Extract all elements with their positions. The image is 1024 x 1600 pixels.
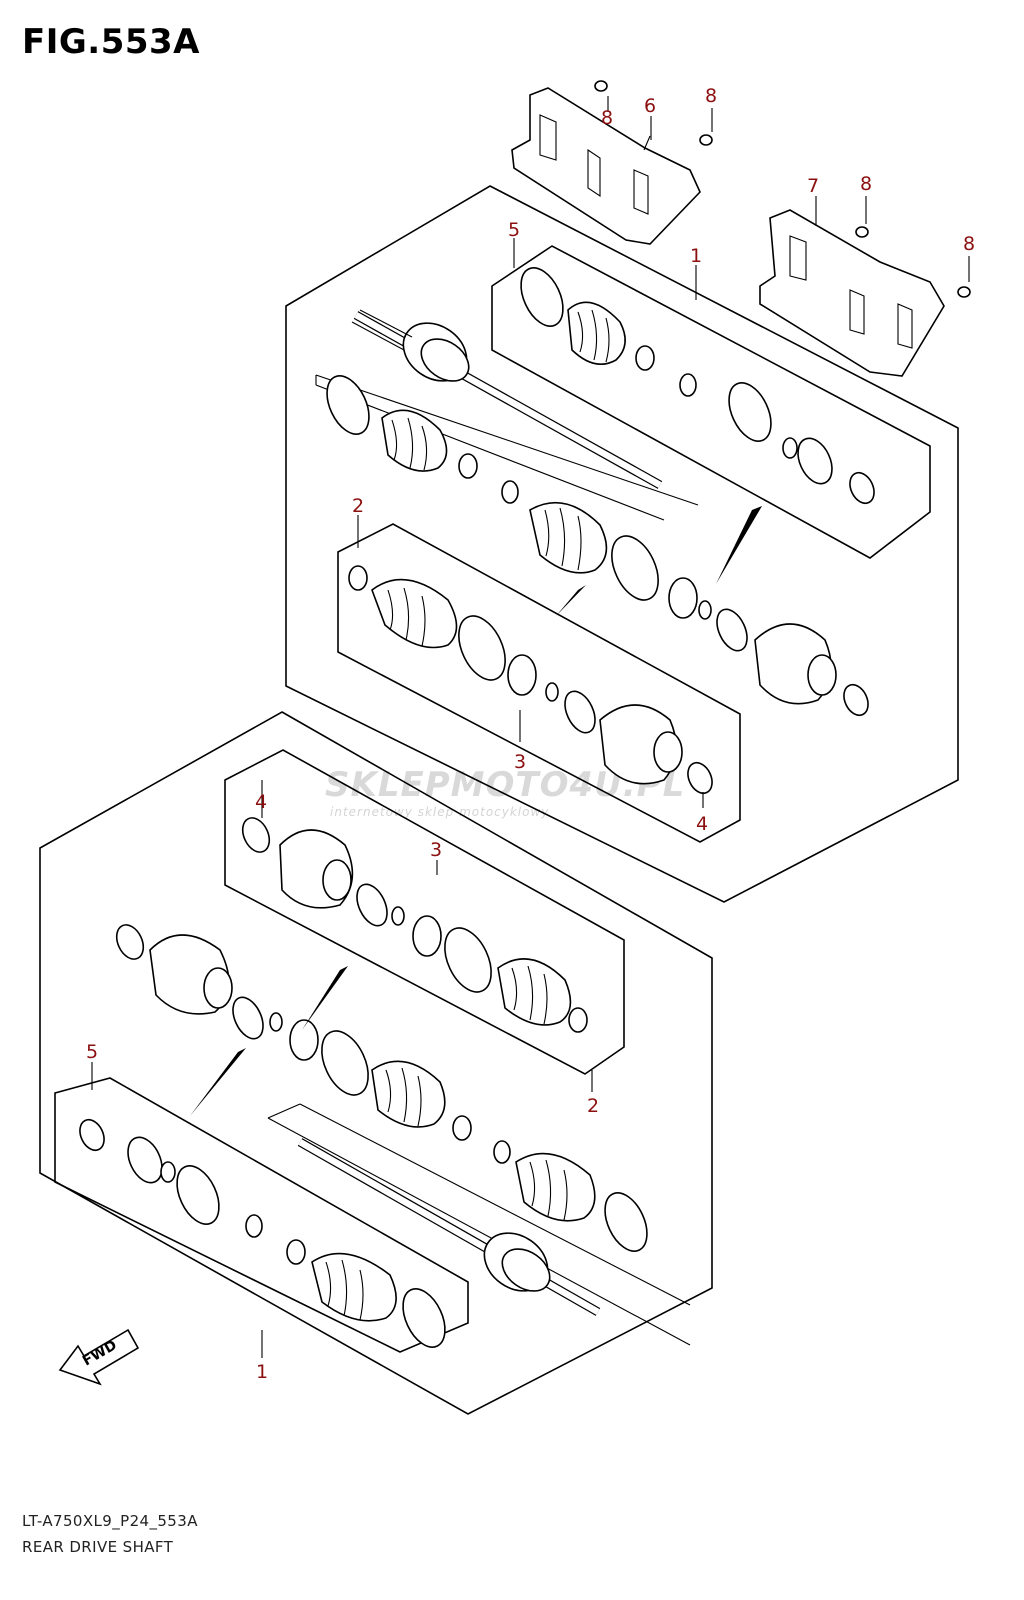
upper-pointer-arrow-1 (716, 506, 762, 584)
lower-pointer-arrow-2 (190, 1048, 246, 1116)
callout-4-top: 4 (696, 813, 708, 835)
lower-kit-2-parts (241, 817, 588, 1033)
callout-8-b: 8 (705, 85, 717, 107)
lower-shaft-assembly (39, 711, 713, 1415)
lower-kit-frame-1 (54, 1077, 469, 1353)
callout-3-bot: 3 (430, 839, 442, 861)
upper-shaft-assembly (285, 185, 959, 903)
guard-6 (511, 87, 701, 245)
callout-1-bot: 1 (256, 1361, 268, 1383)
upper-pointer-arrow-2 (556, 585, 586, 616)
guard-7 (759, 209, 945, 377)
callout-numbers: 1 5 2 3 4 6 7 8 8 8 8 4 3 2 5 1 (86, 85, 975, 1383)
upper-shaft-strip-edge (315, 384, 665, 521)
upper-boot-mid (326, 375, 869, 717)
upper-boot-left (520, 267, 697, 397)
upper-shaft-strip-top (315, 374, 699, 506)
callout-7: 7 (807, 175, 819, 197)
callout-2-bot: 2 (587, 1095, 599, 1117)
callout-5-bot: 5 (86, 1041, 98, 1063)
upper-kit-2-parts (348, 565, 713, 795)
figure-title: FIG.553A (22, 22, 200, 62)
figure-caption: REAR DRIVE SHAFT (22, 1538, 174, 1556)
lower-drive-shaft (297, 1138, 601, 1316)
lower-boot-mid (115, 924, 648, 1252)
callout-1-top: 1 (690, 245, 702, 267)
bolts-8 (594, 80, 971, 298)
fwd-arrow-icon: FWD (58, 1328, 140, 1386)
lower-pointer-arrow-1 (302, 966, 348, 1030)
callout-8-c: 8 (860, 173, 872, 195)
callout-8-a: 8 (601, 107, 613, 129)
lower-kit-1-parts (79, 1118, 446, 1348)
callout-3-top: 3 (514, 751, 526, 773)
upper-kit-frame-2 (337, 523, 741, 843)
callout-2-top: 2 (352, 495, 364, 517)
callout-5-top: 5 (508, 219, 520, 241)
figure-code: LT-A750XL9_P24_553A (22, 1512, 198, 1530)
upper-kit-frame-1 (491, 245, 931, 559)
watermark-tagline: internetowy sklep motocyklowy (330, 805, 549, 819)
upper-drive-shaft (351, 309, 663, 489)
lower-kit-frame-2 (224, 749, 625, 1075)
callout-8-d: 8 (963, 233, 975, 255)
callout-4-bot: 4 (255, 791, 267, 813)
upper-boot-right (728, 382, 875, 505)
upper-outer-frame (285, 185, 959, 903)
callout-6: 6 (644, 95, 656, 117)
lower-outer-frame (39, 711, 713, 1415)
